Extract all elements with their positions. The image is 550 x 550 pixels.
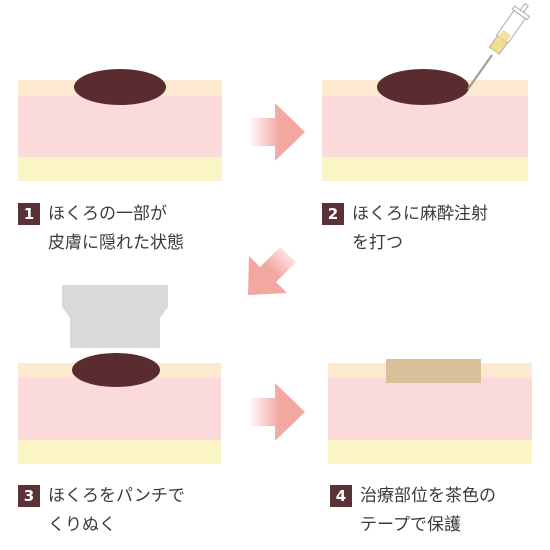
step-2-caption: 2 ほくろに麻酔注射 を打つ — [322, 200, 488, 258]
step-text: ほくろをパンチで くりぬく — [48, 482, 185, 540]
mole — [74, 69, 166, 105]
step-text-line: テープで保護 — [360, 515, 461, 535]
step-text-line: ほくろに麻酔注射 — [352, 204, 488, 224]
step-text: 治療部位を茶色の テープで保護 — [360, 482, 496, 540]
arrow-right-icon — [248, 103, 305, 161]
step-1-caption: 1 ほくろの一部が 皮膚に隠れた状態 — [18, 200, 184, 258]
step-3-caption: 3 ほくろをパンチで くりぬく — [18, 482, 185, 540]
step-text: ほくろの一部が 皮膚に隠れた状態 — [48, 200, 184, 258]
arrow-right-icon — [248, 383, 305, 441]
skin-panel-2 — [322, 69, 528, 181]
step-text-line: 皮膚に隠れた状態 — [48, 233, 184, 253]
brown-tape — [386, 359, 481, 383]
step-4-caption: 4 治療部位を茶色の テープで保護 — [330, 482, 496, 540]
step-number-badge: 4 — [330, 485, 352, 507]
step-text: ほくろに麻酔注射 を打つ — [352, 200, 488, 258]
step-text-line: 治療部位を茶色の — [360, 486, 496, 506]
syringe-icon — [467, 2, 531, 90]
step-text-line: を打つ — [352, 233, 403, 253]
step-number-badge: 2 — [322, 203, 344, 225]
punch-tool-icon — [62, 285, 168, 348]
skin-panel-3 — [18, 353, 221, 464]
step-text-line: ほくろの一部が — [48, 204, 167, 224]
step-number-badge: 1 — [18, 203, 40, 225]
mole — [72, 353, 160, 387]
skin-panel-4 — [328, 359, 532, 464]
step-text-line: ほくろをパンチで — [48, 486, 185, 506]
skin-panel-1 — [18, 69, 222, 181]
mole — [377, 69, 469, 105]
step-text-line: くりぬく — [48, 515, 116, 535]
arrow-down-left-icon — [248, 247, 296, 295]
step-number-badge: 3 — [18, 485, 40, 507]
